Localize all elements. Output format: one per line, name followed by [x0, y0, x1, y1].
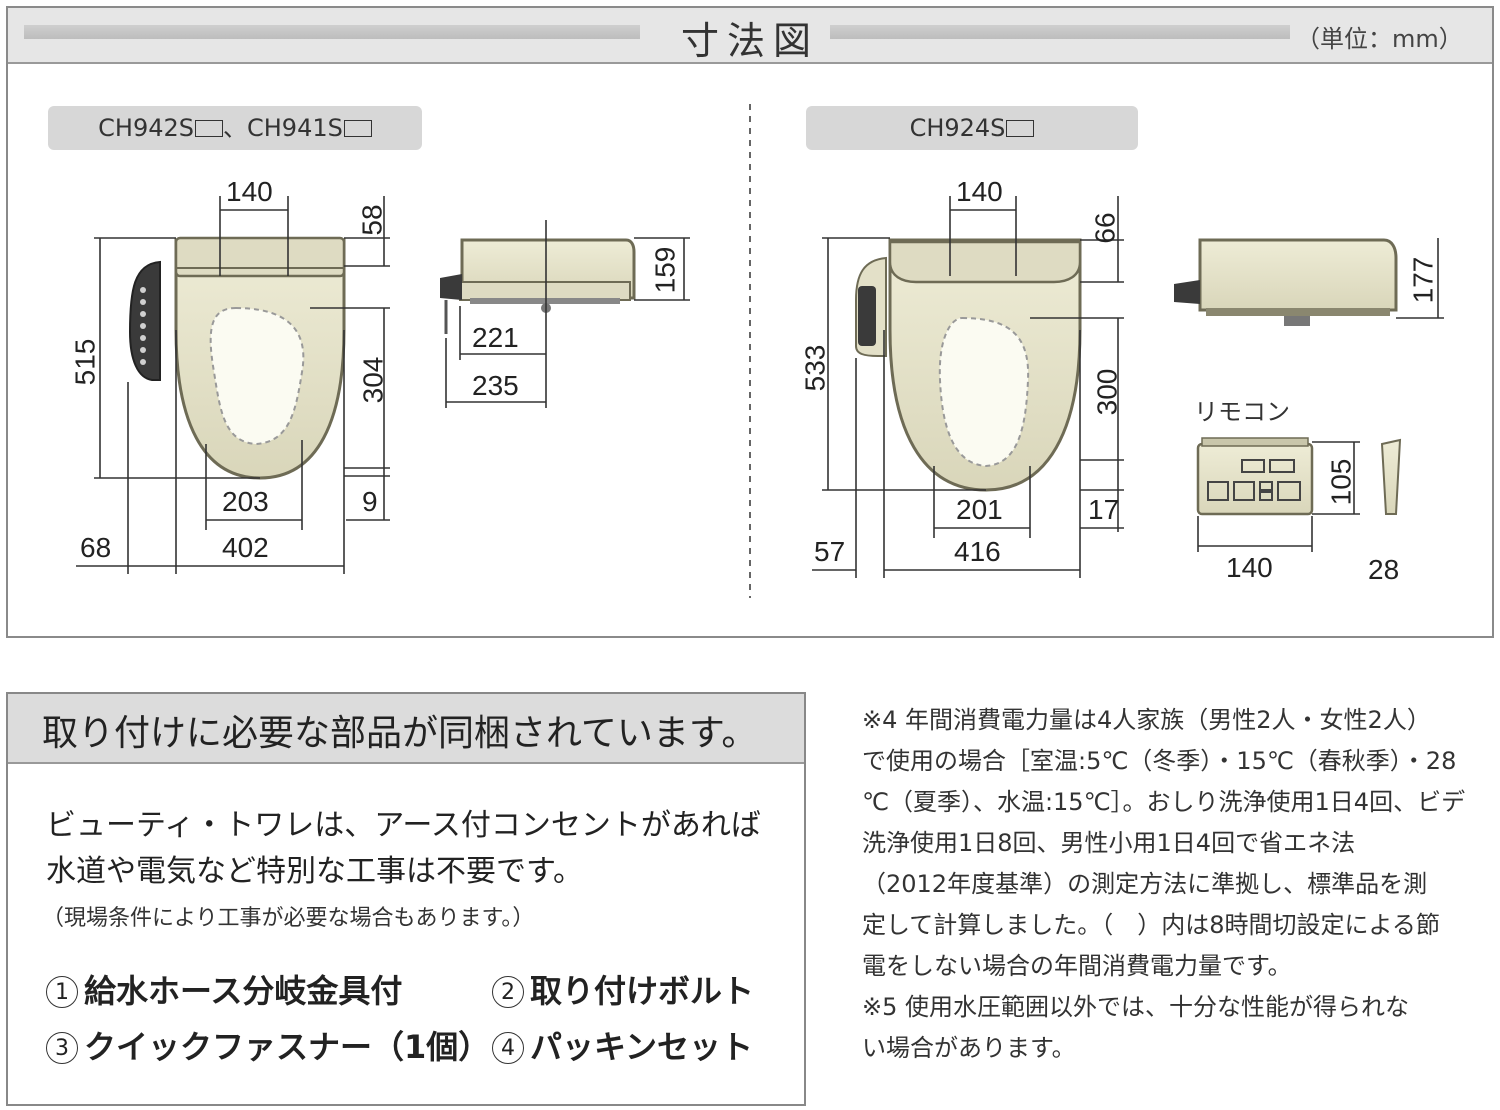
remote-side-view — [1380, 438, 1402, 515]
footnote-line: 定して計算しました。（ ）内は8時間切設定による節 — [862, 911, 1440, 939]
part-label: 取り付けボルト — [530, 972, 755, 1010]
remote-front-view — [1196, 437, 1314, 516]
square-box-icon — [195, 120, 223, 137]
part-label: パッキンセット — [530, 1028, 754, 1066]
left-seat-top-view — [128, 236, 346, 480]
circled-number: 2 — [492, 976, 524, 1008]
model-separator: 、 — [223, 114, 247, 142]
dimension-panel — [6, 6, 1494, 638]
model-label-ch941s: CH941S — [247, 114, 343, 142]
dimension-drawings — [76, 104, 1444, 598]
footnote-line: ℃（夏季）、水温:15℃］。おしり洗浄使用1日4回、ビデ — [862, 788, 1466, 816]
dim-bowl-width: 203 — [222, 486, 269, 517]
part-label: クイックファスナー（1個） — [84, 1028, 491, 1066]
remote-label: リモコン — [1194, 398, 1290, 426]
model-label-ch924s: CH924S — [909, 114, 1006, 142]
header-bar-right — [830, 25, 1290, 39]
model-tag-left: CH942S 、CH941S — [48, 106, 422, 150]
dimension-title: 寸法図 — [680, 19, 819, 63]
left-dimension-lines — [76, 196, 390, 574]
right-seat-top-view — [855, 238, 1082, 492]
dim-remote-height: 105 — [1325, 458, 1357, 506]
dim-bottom-offset: 9 — [362, 486, 378, 517]
footnotes: ※4 年間消費電力量は4人家族（男性2人・女性2人） で使用の場合［室温:5℃（… — [862, 700, 1494, 1069]
footnote-line: で使用の場合［室温:5℃（冬季）・15℃（春秋季）・28 — [862, 747, 1457, 775]
parts-title: 取り付けに必要な部品が同梱されています。 — [42, 713, 758, 754]
right-dimension-lines — [812, 196, 1124, 578]
dim-overall-length-r: 533 — [799, 344, 831, 392]
circled-number: 1 — [46, 976, 78, 1008]
right-seat-side-view — [1174, 238, 1444, 326]
dim-lid-depth: 58 — [356, 204, 388, 236]
footnote-line: ※5 使用水圧範囲以外では、十分な性能が得られな — [862, 993, 1410, 1021]
side-dimension-lines — [445, 220, 690, 408]
footnote-line: い場合があります。 — [862, 1034, 1076, 1062]
dim-remote-depth: 28 — [1368, 554, 1400, 585]
circled-number: 4 — [492, 1032, 524, 1064]
dim-side-depth-inner: 221 — [472, 322, 519, 353]
footnote-line: 洗浄使用1日8回、男性小用1日4回で省エネ法 — [862, 829, 1356, 857]
header-bar-left — [24, 25, 640, 39]
dim-overall-width-r: 416 — [954, 536, 1001, 567]
part-label: 給水ホース分岐金具付 — [84, 972, 403, 1010]
dim-panel-width-r: 57 — [814, 536, 846, 567]
dim-lid-depth-r: 66 — [1089, 212, 1121, 244]
circled-number: 3 — [46, 1032, 78, 1064]
parts-line-1: ビューティ・トワレは、アース付コンセントがあれば — [46, 808, 761, 843]
remote-dimension-lines — [1197, 441, 1360, 552]
left-seat-side-view — [440, 238, 636, 334]
dim-side-height-r: 177 — [1407, 256, 1439, 304]
unit-label: （単位：mm） — [1296, 25, 1463, 53]
square-box-icon — [1006, 120, 1035, 137]
dim-overall-width: 402 — [222, 532, 269, 563]
dim-panel-width: 68 — [80, 532, 112, 563]
dim-overall-length: 515 — [69, 338, 101, 386]
dim-side-depth-outer: 235 — [472, 370, 519, 401]
model-label-ch942s: CH942S — [98, 114, 194, 142]
dim-top-width: 140 — [226, 176, 273, 207]
parts-note: （現場条件により工事が必要な場合もあります。） — [42, 906, 535, 931]
parts-line-2: 水道や電気など特別な工事は不要です。 — [46, 854, 583, 889]
parts-header — [8, 694, 804, 764]
dim-side-height: 159 — [649, 246, 681, 294]
footnote-line: ※4 年間消費電力量は4人家族（男性2人・女性2人） — [862, 706, 1431, 734]
dim-remote-width: 140 — [1226, 552, 1273, 583]
dim-bowl-width-r: 201 — [956, 494, 1003, 525]
model-tag-right: CH924S — [806, 106, 1138, 150]
footnote-line: 電をしない場合の年間消費電力量です。 — [862, 952, 1292, 980]
dim-top-width-r: 140 — [956, 176, 1003, 207]
dim-bottom-offset-r: 17 — [1088, 494, 1120, 525]
footnote-line: （2012年度基準）の測定方法に準拠し、標準品を測 — [862, 870, 1428, 898]
parts-box — [6, 692, 806, 1106]
square-box-icon — [343, 120, 372, 137]
dim-bowl-length-r: 300 — [1091, 368, 1123, 416]
dim-bowl-length: 304 — [357, 356, 389, 404]
